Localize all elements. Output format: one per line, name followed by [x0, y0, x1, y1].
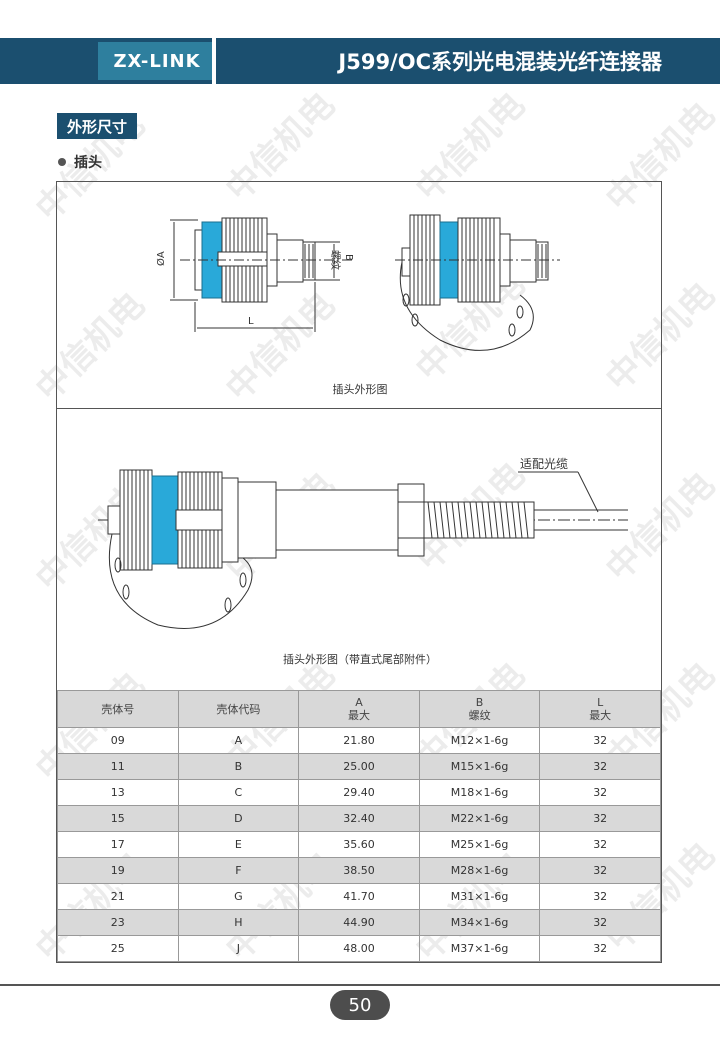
dimension-b-sub-label: 螺纹 — [329, 250, 342, 270]
plug-with-tail-accessory-drawing: 适配光缆 — [98, 457, 628, 629]
drawing-frame — [56, 181, 662, 963]
table-cell: M31×1-6g — [418, 883, 541, 910]
table-cell: M25×1-6g — [418, 831, 541, 858]
page-number: 50 — [330, 990, 390, 1020]
page-title: J599/OC系列光电混装光纤连接器 — [338, 50, 662, 74]
table-cell: 32 — [539, 727, 661, 754]
table-cell: 21 — [57, 883, 179, 910]
dimension-l-label: L — [248, 316, 254, 327]
table-cell: 32 — [539, 779, 661, 806]
table-cell: 15 — [57, 805, 179, 832]
table-cell: 35.60 — [298, 831, 420, 858]
table-cell: 38.50 — [298, 857, 420, 884]
header-divider — [212, 38, 216, 84]
table-cell: 13 — [57, 779, 179, 806]
plug-outline-drawing: ØA B 螺纹 L — [155, 214, 560, 351]
dimension-a-label: ØA — [155, 251, 167, 266]
table-cell: M37×1-6g — [418, 935, 541, 962]
table-cell: D — [177, 805, 300, 832]
table-cell: M18×1-6g — [418, 779, 541, 806]
table-cell: 32.40 — [298, 805, 420, 832]
table-cell: 32 — [539, 753, 661, 780]
drawing2-caption: 插头外形图（带直式尾部附件） — [283, 653, 437, 666]
table-cell: 23 — [57, 909, 179, 936]
col-header-shell-size: 壳体号 — [57, 690, 179, 728]
frame-divider — [56, 408, 662, 409]
table-cell: M22×1-6g — [418, 805, 541, 832]
table-cell: 32 — [539, 857, 661, 884]
drawing1-caption: 插头外形图 — [332, 383, 388, 396]
table-cell: 32 — [539, 909, 661, 936]
table-cell: E — [177, 831, 300, 858]
table-cell: 44.90 — [298, 909, 420, 936]
table-cell: F — [177, 857, 300, 884]
brand-logo: ZX-LINK — [98, 42, 216, 80]
table-cell: J — [177, 935, 300, 962]
table-cell: 19 — [57, 857, 179, 884]
section-tag: 外形尺寸 — [57, 113, 138, 139]
table-cell: 41.70 — [298, 883, 420, 910]
table-cell: 25.00 — [298, 753, 420, 780]
table-cell: G — [177, 883, 300, 910]
table-cell: M34×1-6g — [418, 909, 541, 936]
table-cell: 32 — [539, 805, 661, 832]
table-cell: B — [177, 753, 300, 780]
bullet-heading: 插头 — [58, 152, 102, 172]
table-cell: 29.40 — [298, 779, 420, 806]
bullet-label: 插头 — [74, 155, 102, 171]
table-cell: A — [177, 727, 300, 754]
table-cell: C — [177, 779, 300, 806]
table-cell: 32 — [539, 883, 661, 910]
table-cell: 17 — [57, 831, 179, 858]
bullet-icon — [58, 158, 66, 166]
col-header-shell-code: 壳体代码 — [177, 690, 300, 728]
table-cell: 11 — [57, 753, 179, 780]
table-cell: 21.80 — [298, 727, 420, 754]
footer-divider — [0, 984, 720, 986]
table-cell: 32 — [539, 831, 661, 858]
table-cell: M28×1-6g — [418, 857, 541, 884]
page-header: ZX-LINK J599/OC系列光电混装光纤连接器 — [0, 38, 720, 84]
table-cell: 48.00 — [298, 935, 420, 962]
table-cell: M15×1-6g — [418, 753, 541, 780]
table-cell: H — [177, 909, 300, 936]
table-cell: 25 — [57, 935, 179, 962]
table-cell: 32 — [539, 935, 661, 962]
table-cell: M12×1-6g — [418, 727, 541, 754]
table-cell: 09 — [57, 727, 179, 754]
dimension-b-label: B — [343, 254, 354, 261]
cable-label: 适配光缆 — [520, 457, 568, 471]
